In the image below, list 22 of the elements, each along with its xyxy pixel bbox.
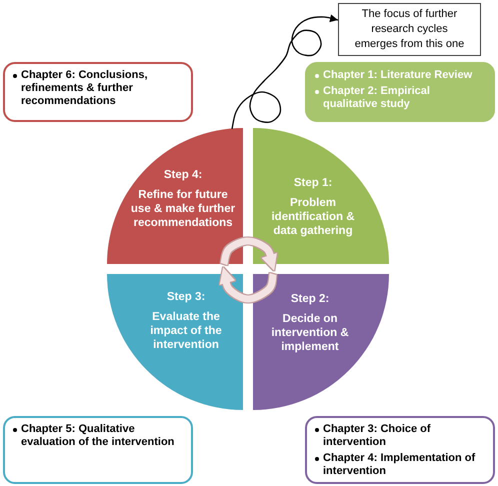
- chapter-card: [305, 416, 495, 484]
- curved-arrow: [220, 238, 278, 271]
- chapter-text: Chapter 2: Empirical qualitative study: [323, 85, 431, 111]
- curved-arrow: [231, 14, 338, 130]
- curved-arrow: [218, 267, 276, 302]
- chapter-card: [3, 416, 193, 484]
- chapter-text: Chapter 3: Choice of intervention: [323, 423, 432, 449]
- note-callout: The focus of further research cycles emerges from this one: [338, 3, 481, 56]
- chapter-text: Chapter 6: Conclusions, refinements & further recommendations: [21, 69, 149, 108]
- chapter-text: Chapter 5: Qualitative evaluation of the intervention: [21, 423, 176, 449]
- step-title: Step 3:: [166, 290, 206, 304]
- step-description: Decide on intervention & implement: [270, 312, 350, 354]
- chapter-text: Chapter 1: Literature Review: [323, 69, 474, 82]
- step-title: Step 1:: [294, 176, 332, 190]
- chapter-card: [3, 62, 193, 122]
- step-title: Step 2:: [290, 292, 330, 306]
- chapter-card: [305, 62, 495, 122]
- step-description: Evaluate the impact of the intervention: [149, 310, 223, 352]
- step-title: Step 4:: [164, 168, 202, 182]
- step-description: Problem identification & data gathering: [270, 196, 356, 238]
- step-description: Refine for future use & make further recommendations: [130, 188, 236, 230]
- chapter-text: Chapter 4: Implementation of intervention: [323, 452, 476, 478]
